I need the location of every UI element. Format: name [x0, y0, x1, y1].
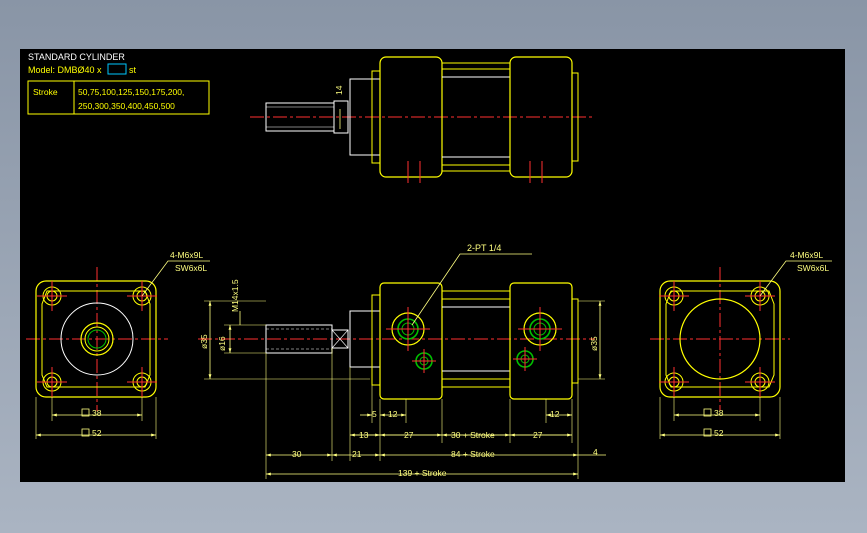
front-view: 2-PT 1/4 ø35 ø16 M14x1.5 ø35 5 12	[198, 243, 606, 479]
mount-callout-right-2: SW6x6L	[797, 263, 829, 273]
model-label: Model: DMBØ40 x	[28, 65, 102, 75]
cylinder-drawing: STANDARD CYLINDER Model: DMBØ40 x st Str…	[26, 52, 832, 479]
dim-dia16: ø16	[217, 336, 227, 351]
left-end-plate	[35, 280, 157, 398]
cushion-screw-head	[412, 349, 436, 373]
dim-sq38-right: 38	[714, 408, 724, 418]
dim-sq38-left: 38	[92, 408, 102, 418]
dim-thread: M14x1.5	[230, 279, 240, 312]
mount-callout-right-1: 4-M6x9L	[790, 250, 823, 260]
front-rear-cover	[509, 282, 573, 400]
cushion-screw-rear	[513, 347, 537, 371]
port-head	[386, 307, 430, 351]
mount-callout-left-1: 4-M6x9L	[170, 250, 203, 260]
dim-13: 13	[359, 430, 369, 440]
model-suffix: st	[129, 65, 137, 75]
dim-21: 21	[352, 449, 362, 459]
drawing-title: STANDARD CYLINDER	[28, 52, 125, 62]
title-block: STANDARD CYLINDER Model: DMBØ40 x st Str…	[27, 52, 210, 115]
right-end-plate	[659, 280, 781, 398]
left-bore-circle	[60, 302, 134, 376]
dim-139-stroke: 139 + Stroke	[398, 468, 447, 478]
dim-dia35-left: ø35	[199, 334, 209, 349]
dim-27-left: 27	[404, 430, 414, 440]
dim-5: 5	[372, 409, 377, 419]
dim-sq52-left: 52	[92, 428, 102, 438]
rod-nut	[331, 329, 349, 349]
right-bore-circle	[679, 298, 761, 380]
port-rear	[518, 307, 562, 351]
cad-drawing-canvas[interactable]: STANDARD CYLINDER Model: DMBØ40 x st Str…	[20, 49, 845, 482]
stroke-label: Stroke	[33, 87, 58, 97]
dim-4: 4	[593, 447, 598, 457]
dim-12-right: 12	[550, 409, 560, 419]
stroke-table	[27, 80, 210, 115]
port-callout: 2-PT 1/4	[467, 243, 501, 253]
dim-dia35-right: ø35	[589, 336, 599, 351]
stroke-values-line2: 250,300,350,400,450,500	[78, 101, 175, 111]
dim-rod-offset: 14	[334, 85, 344, 95]
model-stroke-box	[107, 63, 127, 75]
mount-callout-left-2: SW6x6L	[175, 263, 207, 273]
dim-sq52-right: 52	[714, 428, 724, 438]
dim-27-right: 27	[533, 430, 543, 440]
front-head-cover	[379, 282, 443, 400]
stroke-values-line1: 50,75,100,125,150,175,200,	[78, 87, 184, 97]
dim-12-left: 12	[388, 409, 398, 419]
top-view: 14	[250, 56, 595, 183]
left-end-view: 4-M6x9L SW6x6L 38 52	[26, 250, 210, 439]
dim-84-stroke: 84 + Stroke	[451, 449, 495, 459]
right-end-view: 4-M6x9L SW6x6L 38 52	[650, 250, 832, 439]
dim-30-stroke: 30 + Stroke	[451, 430, 495, 440]
dim-30: 30	[292, 449, 302, 459]
